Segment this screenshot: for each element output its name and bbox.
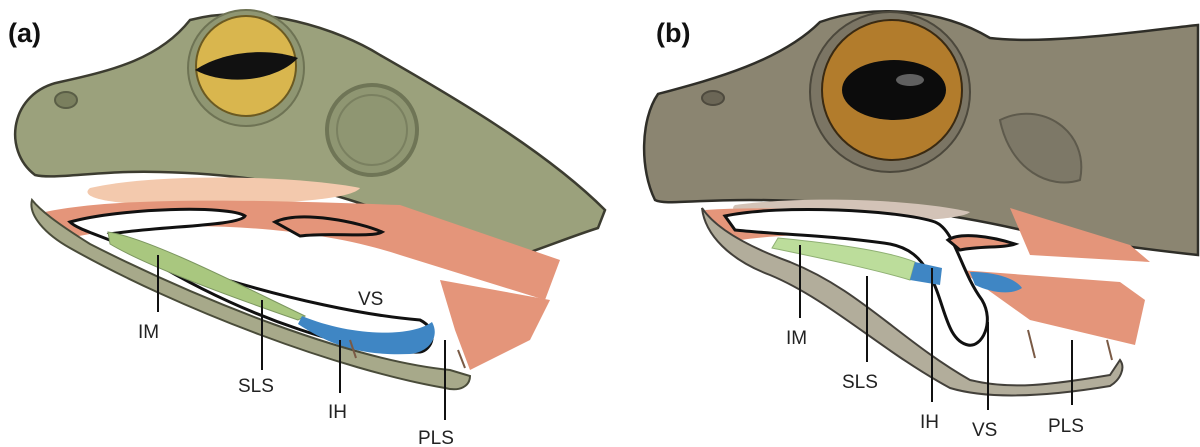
panel-a: IM SLS IH VS PLS (a) xyxy=(0,0,610,447)
label-im: IM xyxy=(138,322,159,343)
panel-label-b: (b) xyxy=(656,18,690,49)
label-vs: VS xyxy=(972,420,997,441)
label-ih: IH xyxy=(328,402,347,423)
frog-head-diagram-a: IM SLS IH VS PLS xyxy=(0,0,610,447)
panel-b: IM SLS IH VS PLS (b) xyxy=(610,0,1200,447)
label-sls: SLS xyxy=(238,376,274,397)
frog-head-diagram-b: IM SLS IH VS PLS xyxy=(610,0,1200,447)
nostril xyxy=(702,91,724,105)
label-ih: IH xyxy=(920,412,939,433)
nostril xyxy=(55,92,77,108)
label-sls: SLS xyxy=(842,372,878,393)
label-pls: PLS xyxy=(1048,416,1084,437)
label-vs: VS xyxy=(358,289,383,310)
pupil xyxy=(842,60,946,120)
label-im: IM xyxy=(786,328,807,349)
tympanum xyxy=(327,85,417,175)
panel-label-a: (a) xyxy=(8,18,41,49)
label-pls: PLS xyxy=(418,428,454,447)
